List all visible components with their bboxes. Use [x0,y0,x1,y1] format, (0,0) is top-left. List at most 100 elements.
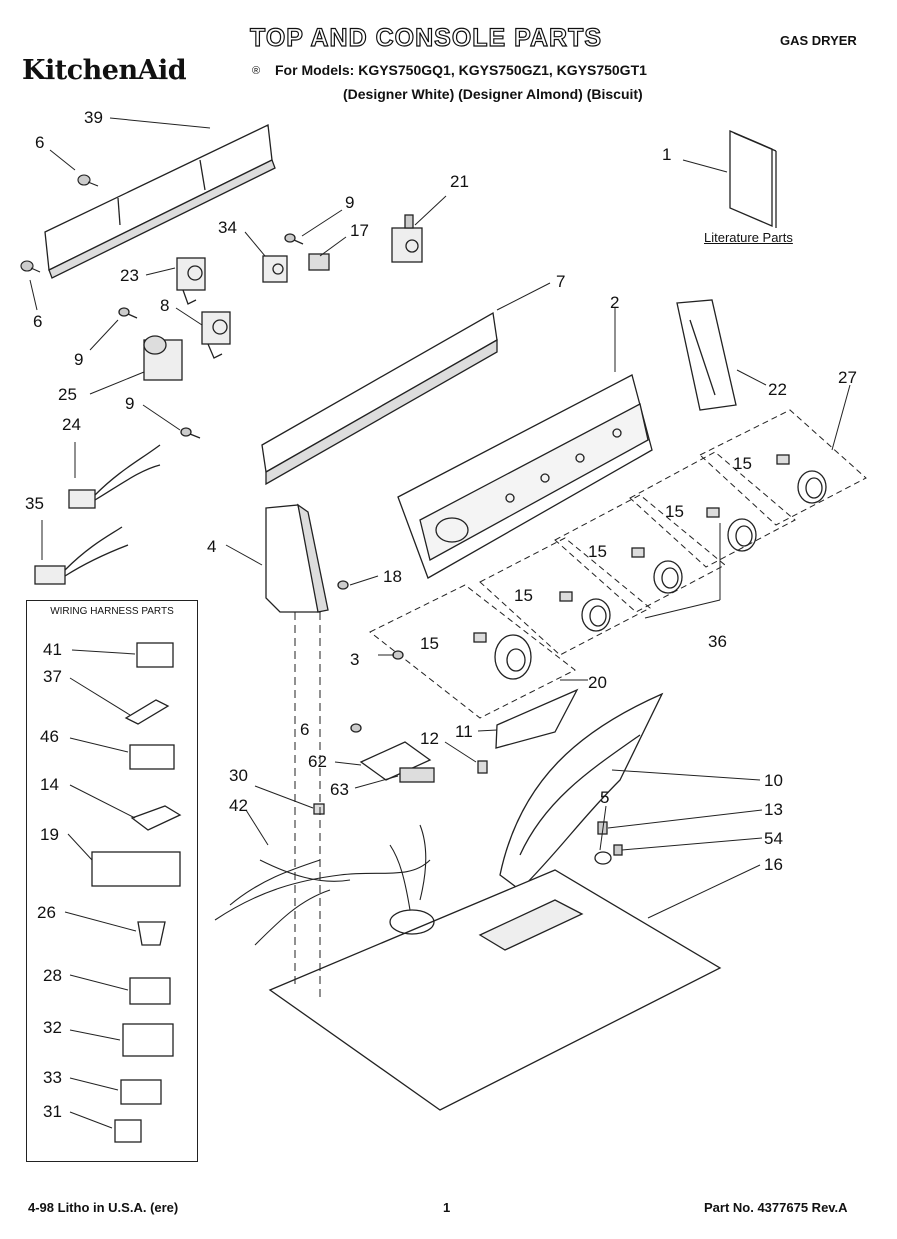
part-6-screw-bottom [350,723,362,733]
callout-32: 32 [43,1018,62,1037]
callout-25: 25 [58,385,77,404]
callout-42: 42 [229,796,248,815]
part-62-bracket [359,741,432,781]
callout-19: 19 [40,825,59,844]
callout-21: 21 [450,172,469,191]
callout-11: 11 [455,722,473,741]
callout-6: 6 [35,133,45,152]
part-42-harness [214,824,431,946]
callout-24: 24 [62,415,81,434]
part-9-screw-left [118,307,138,319]
part-37-terminal [124,699,170,725]
appliance-type: GAS DRYER [780,33,857,48]
part-36-knob-a [727,518,757,552]
callout-9: 9 [74,350,84,369]
callout-39: 39 [84,108,103,127]
callout-31: 31 [43,1102,62,1121]
part-20-knob [494,634,532,680]
part-54-screw [613,844,623,856]
callout-54: 54 [764,829,783,848]
wiring-harness-title: WIRING HARNESS PARTS [50,606,174,617]
part-17-knob-insert [308,253,330,271]
part-36-knob-b [653,560,683,594]
part-34-switch [262,255,288,283]
part-6-screw-top [77,174,99,187]
part-28-connector [129,977,171,1005]
part-41-connector [136,642,174,668]
callout-15: 15 [420,634,439,653]
callout-30: 30 [229,766,248,785]
part-63-connector [399,767,435,783]
callout-36: 36 [708,632,727,651]
callout-20: 20 [588,673,607,692]
callout-12: 12 [420,729,439,748]
callout-27: 27 [838,368,857,387]
callout-7: 7 [556,272,566,291]
registered-mark: ® [252,65,261,77]
part-18-screw [337,580,349,590]
part-9-screw-lower [180,427,201,439]
callout-62: 62 [308,752,327,771]
part-10-lint-filter [499,692,664,891]
callout-8: 8 [160,296,170,315]
part-32-connector [122,1023,174,1057]
part-30-clip [313,803,325,815]
part-number: Part No. 4377675 Rev.A [704,1200,848,1215]
part-14-connector [130,805,182,831]
callout-15: 15 [588,542,607,561]
part-15-clips [473,454,790,643]
part-4-end-cap [265,503,329,613]
callout-15: 15 [733,454,752,473]
part-7-bracket [261,311,498,474]
brand-logo: KitchenAid [22,55,187,86]
print-info: 4-98 Litho in U.S.A. (ere) [28,1200,179,1215]
callout-10: 10 [764,771,783,790]
part-25-timer [143,335,183,381]
callout-16: 16 [764,855,783,874]
callout-1: 1 [662,145,672,164]
part-31-connector [114,1119,142,1143]
callout-3: 3 [350,650,360,669]
callout-41: 41 [43,640,62,659]
part-22-bracket [676,299,737,411]
part-21-switch [391,214,423,263]
callout-33: 33 [43,1068,62,1087]
callout-15: 15 [514,586,533,605]
part-27-knob [797,470,827,504]
callout-6: 6 [33,312,43,331]
callout-26: 26 [37,903,56,922]
callout-13: 13 [764,800,783,819]
callout-23: 23 [120,266,139,285]
callout-37: 37 [43,667,62,686]
callout-5: 5 [600,788,610,807]
callout-22: 22 [768,380,787,399]
part-9-screw-top [284,233,304,245]
part-39-rear-panel [44,124,273,271]
colors-line: (Designer White) (Designer Almond) (Bisc… [343,86,643,102]
callout-18: 18 [383,567,402,586]
callout-28: 28 [43,966,62,985]
literature-parts-label: Literature Parts [704,230,793,245]
callout-9: 9 [345,193,355,212]
callout-46: 46 [40,727,59,746]
part-11-grille [495,688,579,749]
part-36-knob-c [581,598,611,632]
callout-35: 35 [25,494,44,513]
part-16-top [268,869,722,1111]
part-35-harness [34,526,129,585]
part-24-harness [68,444,161,509]
page-number: 1 [443,1200,451,1215]
part-46-connector [129,744,175,770]
callout-14: 14 [40,775,59,794]
callout-17: 17 [350,221,369,240]
part-12-clip [477,760,488,774]
part-26-clip [137,921,166,946]
callout-4: 4 [207,537,217,556]
page-title: TOP AND CONSOLE PARTS [249,23,603,52]
part-33-connector [120,1079,162,1105]
part-19-connector [91,851,181,887]
part-6-screw-left [20,260,41,273]
callout-15: 15 [665,502,684,521]
callout-34: 34 [218,218,237,237]
